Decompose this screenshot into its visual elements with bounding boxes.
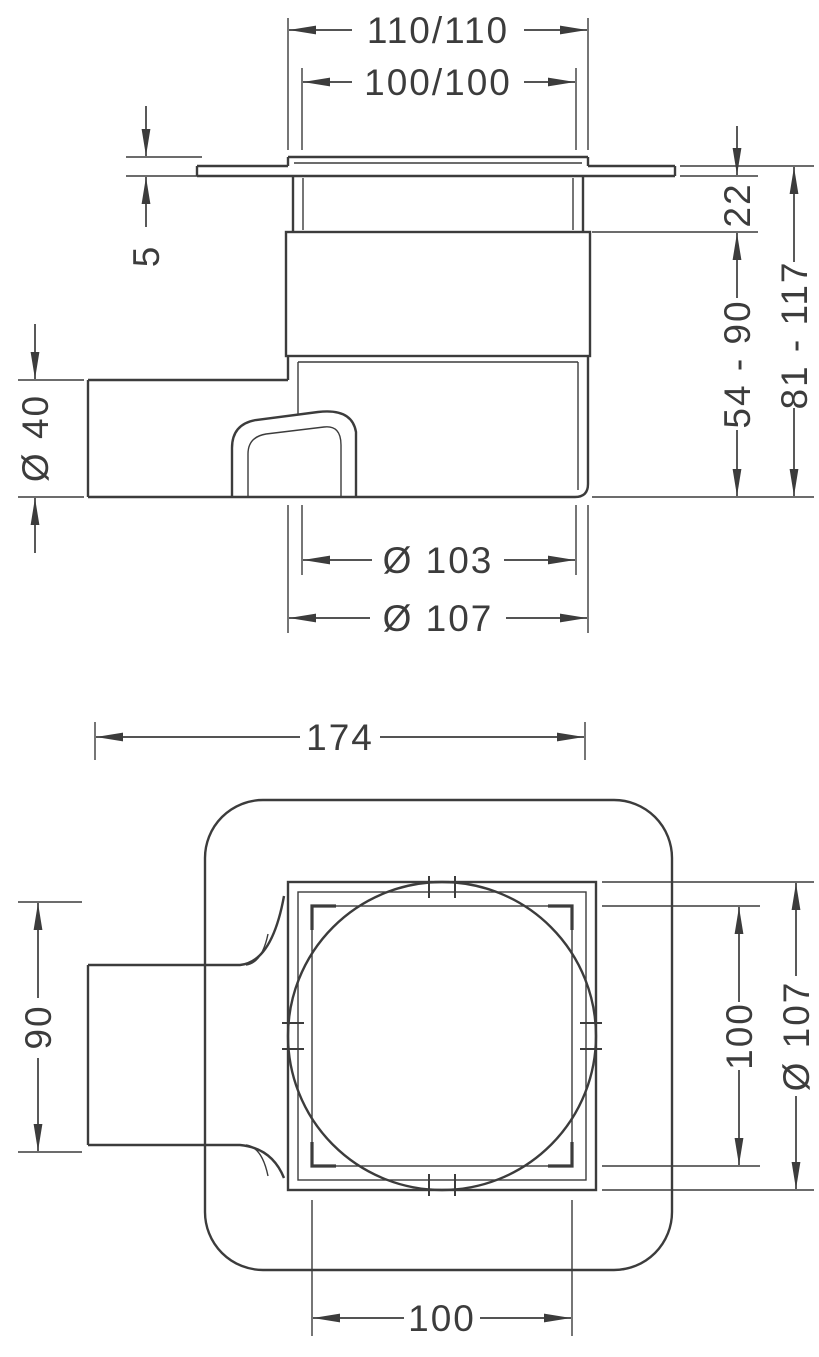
dim-outlet-diameter: Ø 40 xyxy=(15,324,84,553)
side-view-dimensions: 110/110 100/100 5 22 54 - xyxy=(15,10,815,639)
grate-opening xyxy=(311,905,573,1167)
dim-body-outer-diameter: Ø 107 xyxy=(287,505,589,639)
dim-label-body-outer-diameter: Ø 107 xyxy=(383,598,494,639)
dim-adjust-range: 54 - 90 xyxy=(717,233,758,496)
dim-label-outlet-length: 90 xyxy=(18,1004,59,1049)
dim-body-diameter-plan: Ø 107 xyxy=(602,881,817,1191)
dim-label-body-diameter-plan: Ø 107 xyxy=(776,981,817,1092)
dim-overall-width: 174 xyxy=(94,717,586,760)
dim-label-total-range: 81 - 117 xyxy=(774,260,815,409)
dim-label-outer-width: 110/110 xyxy=(367,10,509,51)
outlet-pipe-plan xyxy=(86,895,286,1179)
plan-view-dimensions: 174 90 100 Ø 107 xyxy=(18,717,817,1339)
dim-label-adjust-range: 54 - 90 xyxy=(717,299,758,428)
dim-label-upper-section: 22 xyxy=(717,182,758,227)
dim-label-outlet-diameter: Ø 40 xyxy=(15,394,56,482)
frame-outer xyxy=(286,880,598,1192)
plan-view-drawing xyxy=(86,798,674,1272)
dim-inner-width: 100/100 xyxy=(301,62,577,150)
dim-label-grate-height: 100 xyxy=(719,1002,760,1070)
dim-label-flange-thickness: 5 xyxy=(126,245,167,268)
dim-body-inner-diameter: Ø 103 xyxy=(301,505,577,581)
side-view-drawing xyxy=(86,155,677,499)
dim-label-inner-width: 100/100 xyxy=(364,62,512,103)
dim-outlet-length: 90 xyxy=(18,901,82,1153)
dim-upper-section: 22 xyxy=(592,126,758,233)
odour-trap xyxy=(230,410,358,497)
dim-label-grate-width: 100 xyxy=(408,1298,476,1339)
dim-flange-thickness: 5 xyxy=(126,106,202,267)
dim-label-body-inner-diameter: Ø 103 xyxy=(383,540,494,581)
dim-total-range: 81 - 117 xyxy=(592,165,815,498)
dim-grate-height: 100 xyxy=(602,905,760,1167)
dim-label-overall-width: 174 xyxy=(306,717,374,758)
dim-grate-width: 100 xyxy=(311,1200,573,1339)
bellows-section xyxy=(284,230,592,358)
dim-outer-width: 110/110 xyxy=(287,10,589,150)
tile-flange-outline xyxy=(203,798,674,1272)
body-circle xyxy=(286,880,598,1192)
frame-inner xyxy=(297,891,587,1181)
